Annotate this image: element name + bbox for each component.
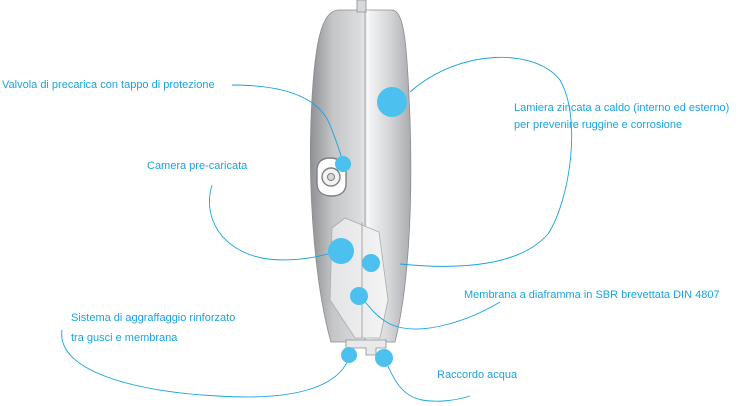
marker-chamber <box>328 238 354 264</box>
marker-water <box>375 349 393 367</box>
label-chamber-text: Camera pre-caricata <box>147 160 248 172</box>
label-clamp-line2: tra gusci e membrana <box>71 332 178 344</box>
leader-line-sheet <box>399 56 573 267</box>
label-clamp: Sistema di aggraffaggio rinforzato tra g… <box>71 310 235 347</box>
top-clamp <box>356 0 367 13</box>
leader-line-clamp <box>61 329 350 398</box>
label-water-text: Raccordo acqua <box>437 369 518 381</box>
valve-core <box>327 173 335 181</box>
marker-sheet <box>377 87 407 117</box>
label-valve: Valvola di precarica con tappo di protez… <box>2 77 215 94</box>
marker-membrane <box>350 287 368 305</box>
label-clamp-line1: Sistema di aggraffaggio rinforzato <box>71 312 236 324</box>
leader-line-membrane <box>361 297 501 330</box>
marker-valve <box>335 156 351 172</box>
label-membrane-text: Membrana a diaframma in SBR brevettata D… <box>464 289 720 301</box>
leader-line-chamber <box>209 184 336 261</box>
label-sheet-line1: Lamiera zincata a caldo (interno ed este… <box>514 102 730 114</box>
marker-clamp <box>341 347 357 363</box>
label-valve-text: Valvola di precarica con tappo di protez… <box>2 79 215 91</box>
leader-line-valve <box>231 84 344 163</box>
label-water: Raccordo acqua <box>437 367 517 384</box>
label-membrane: Membrana a diaframma in SBR brevettata D… <box>464 287 720 304</box>
leader-line-water <box>385 361 471 402</box>
label-sheet: Lamiera zincata a caldo (interno ed este… <box>514 100 729 134</box>
label-chamber: Camera pre-caricata <box>147 158 247 175</box>
marker-membrane-upper <box>362 254 380 272</box>
label-sheet-line2: per prevenire ruggine e corrosione <box>514 119 683 131</box>
